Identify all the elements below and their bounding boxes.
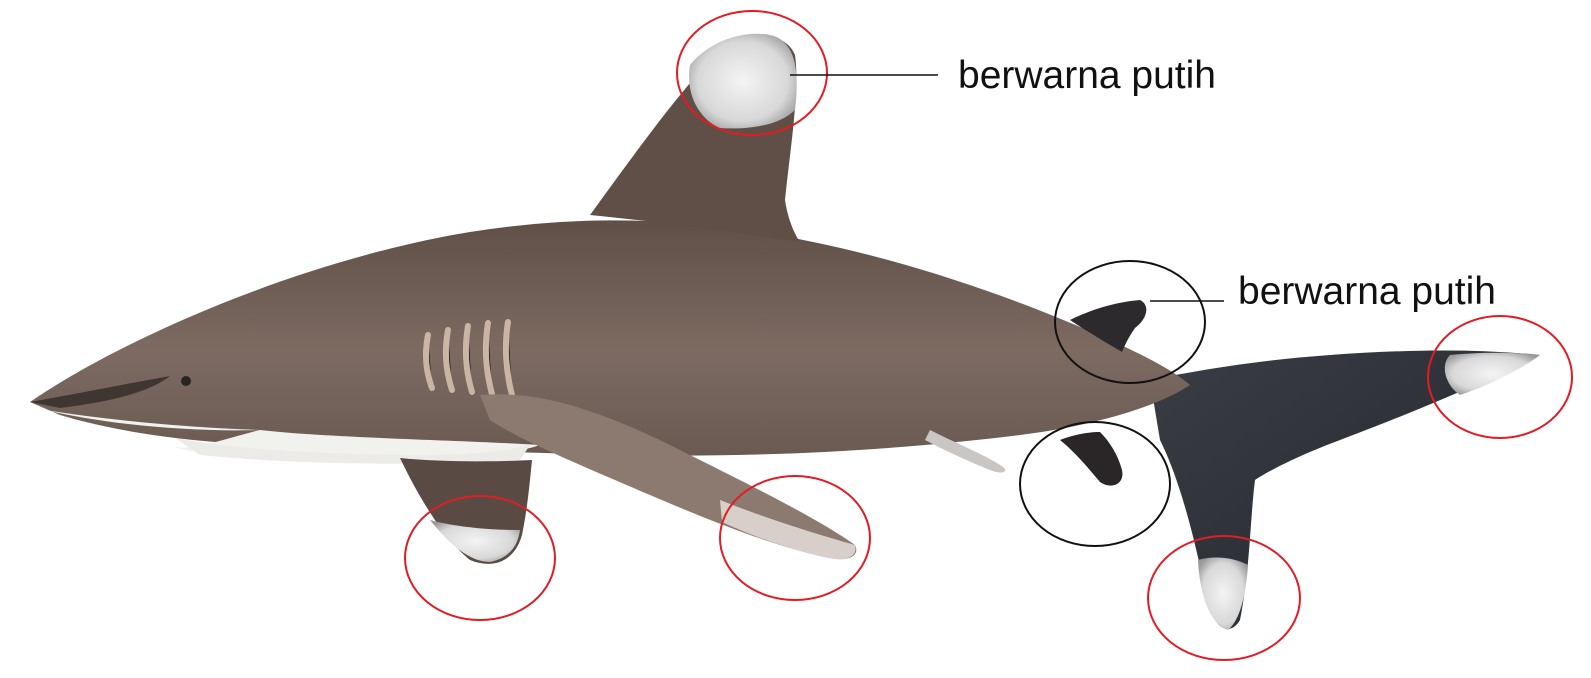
tail-upper-tip [1445,353,1540,395]
annotation-label-top: berwarna putih [958,56,1216,95]
dorsal-fin-tip [689,34,797,129]
tail-lower-tip [1198,558,1248,630]
ventral-fin-left [400,458,532,564]
eye [181,376,191,386]
caudal-fin [1150,350,1540,630]
anal-fin [1060,432,1122,486]
dorsal-fin [590,34,800,242]
annotation-label-right: berwarna putih [1238,272,1496,311]
